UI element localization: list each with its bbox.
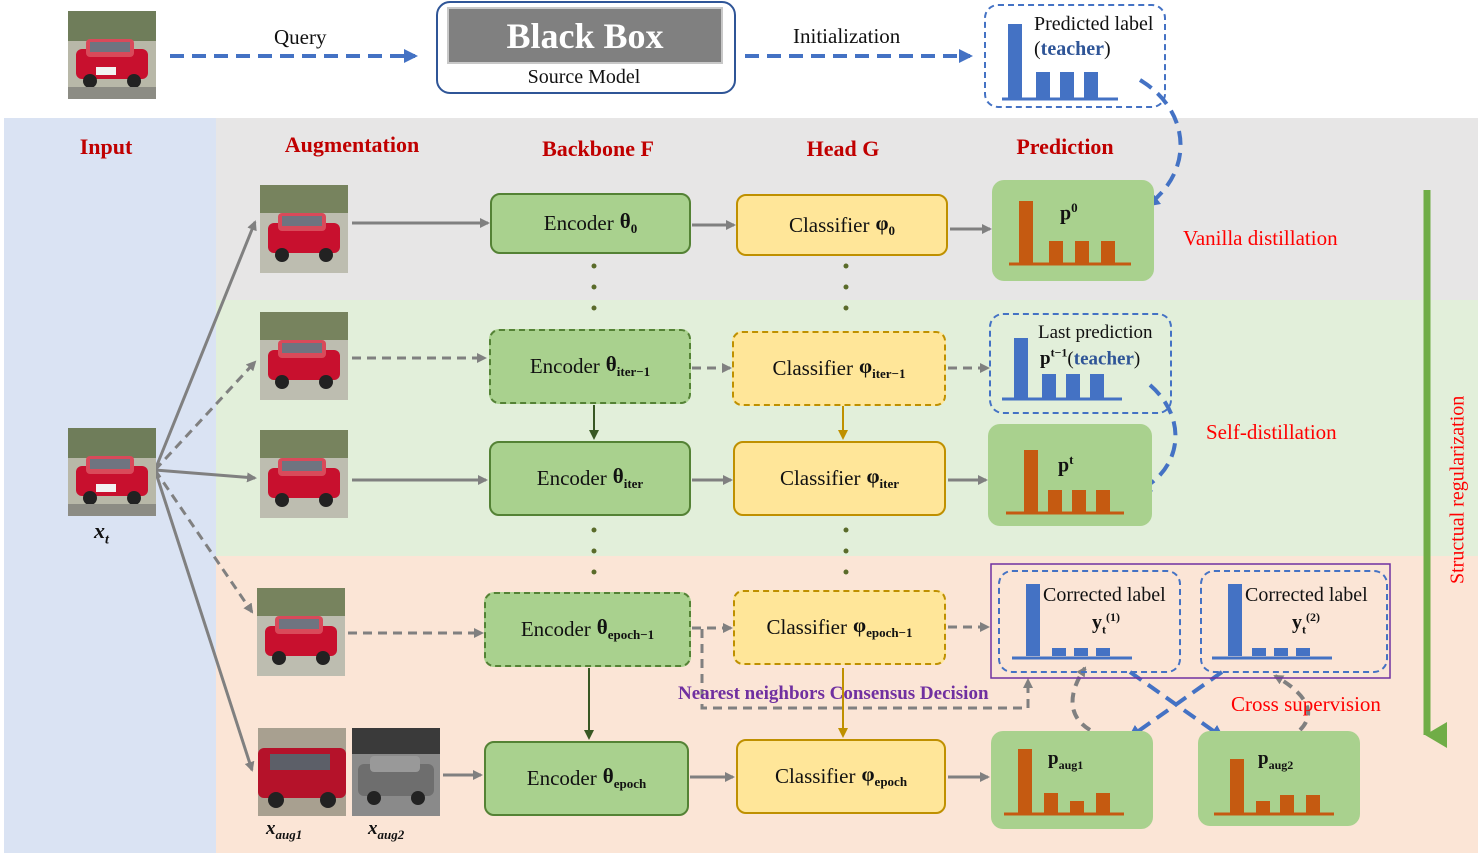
corrected-labels-frame [990,563,1391,679]
y2-label: yt(2) [1292,610,1320,637]
paug1-bar-chart [1004,749,1124,816]
aug-image-row2 [260,430,348,518]
p0-label: p0 [1060,200,1078,225]
initialization-label: Initialization [793,24,901,48]
source-model-label: Source Model [527,66,641,88]
taxi-image-icon [68,11,156,99]
header-augmentation: Augmentation [284,132,420,157]
pt-bar-chart [1006,450,1124,515]
x-aug2-label: xaug2 [368,818,405,842]
cross-supervision-label: Cross supervision [1231,692,1381,716]
prediction-pt [988,424,1152,526]
last-prediction-box [989,313,1172,414]
header-prediction: Prediction [1016,134,1114,159]
corrected-1-bar-chart [1012,584,1132,660]
taxi-image-icon [260,185,348,273]
last-pred-to-pt-arrow [1137,383,1178,492]
consensus-decision-label: Nearest neighbors Consensus Decision [678,683,989,704]
last-prediction-symbol: pt−1(teacher) [1040,346,1141,370]
x-t-label: xt [94,518,109,548]
vanilla-distillation-label: Vanilla distillation [1183,226,1338,250]
teacher-label-line2: (teacher) [1034,38,1111,60]
corrected-label-1-text: Corrected label [1043,584,1166,606]
structural-regularization-label: Structual regularization [1446,395,1469,585]
corrected-label-1-box [998,570,1181,673]
taxi-image-icon [68,428,156,516]
teacher-label-line1: Predicted label [1034,13,1154,35]
taxi-image-icon [257,588,345,676]
p0-bar-chart [1009,201,1131,266]
teacher-to-p0-arrow [1138,78,1183,207]
aug-image-2 [352,728,440,816]
input-image [68,428,156,516]
last-prediction-label: Last prediction [1038,322,1153,343]
paug2-label: paug2 [1258,748,1294,772]
aug-image-1 [258,728,346,816]
aug-image-row3 [257,588,345,676]
query-label: Query [274,25,327,49]
x-aug1-label: xaug1 [266,818,303,842]
corrected-label-2-box [1200,570,1388,673]
header-head: Head G [806,136,880,161]
taxi-image-icon [260,430,348,518]
paug2-bar-chart [1214,759,1334,816]
header-input: Input [79,134,133,159]
y1-label: yt(1) [1092,610,1120,637]
consensus-loop [700,626,1033,710]
corrected-2-bar-chart [1212,584,1332,660]
self-distillation-label: Self-distillation [1206,420,1337,444]
query-image [68,11,156,99]
taxi-image-icon [258,728,346,816]
aug-image-row0 [260,185,348,273]
black-box-title: Black Box [447,7,723,64]
last-pred-bar-chart [1002,338,1122,401]
taxi-image-icon [260,312,348,400]
paug1-label: paug1 [1048,748,1084,772]
taxi-image-icon [352,728,440,816]
prediction-paug2 [1198,731,1360,826]
teacher-bar-chart [1002,24,1118,101]
aug-image-row1 [260,312,348,400]
teacher-prediction-box [984,4,1166,108]
pt-label: pt [1058,452,1074,477]
header-backbone: Backbone F [542,136,654,161]
corrected-label-2-text: Corrected label [1245,584,1368,606]
